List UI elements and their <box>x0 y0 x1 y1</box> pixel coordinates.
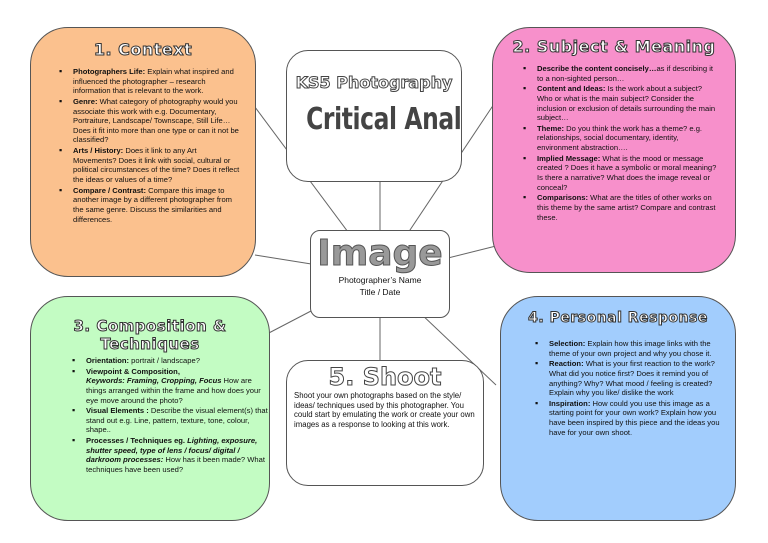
response-heading: 4. Personal Response <box>528 310 708 327</box>
photographer-name: Photographer’s Name <box>338 274 422 285</box>
context-list: Photographers Life: Explain what inspire… <box>59 67 241 225</box>
shoot-heading: 5. Shoot <box>328 363 442 391</box>
list-item: Orientation: portrait / landscape? <box>72 356 269 366</box>
list-item: Arts / History: Does it link to any Art … <box>59 146 241 185</box>
list-item: Compare / Contrast: Compare this image t… <box>59 186 241 225</box>
image-heading: Image <box>317 233 443 274</box>
list-item: Photographers Life: Explain what inspire… <box>59 67 241 96</box>
list-item: Content and Ideas: Is the work about a s… <box>523 84 717 123</box>
list-item: Describe the content concisely…as if des… <box>523 64 717 83</box>
composition-heading: 3. Composition & Techniques <box>73 317 227 354</box>
list-item: Reaction: What is your first reaction to… <box>535 359 721 398</box>
list-item: Implied Message: What is the mood or mes… <box>523 154 717 193</box>
response-list: Selection: Explain how this image links … <box>535 339 721 438</box>
shoot-box: 5. Shoot Shoot your own photographs base… <box>286 360 484 486</box>
context-box: 1. Context Photographers Life: Explain w… <box>30 27 256 277</box>
list-item: Theme: Do you think the work has a theme… <box>523 124 717 153</box>
subject-box: 2. Subject & Meaning Describe the conten… <box>492 27 736 273</box>
list-item: Selection: Explain how this image links … <box>535 339 721 358</box>
composition-box: 3. Composition & Techniques Orientation:… <box>30 296 270 521</box>
list-item: Genre: What category of photography woul… <box>59 97 241 145</box>
list-item: Comparisons: What are the titles of othe… <box>523 193 717 222</box>
context-heading: 1. Context <box>93 40 193 60</box>
page-title: Critical Analysis <box>306 102 462 137</box>
response-box: 4. Personal Response Selection: Explain … <box>500 296 736 521</box>
subject-list: Describe the content concisely…as if des… <box>523 64 717 222</box>
list-item: Processes / Techniques eg. Lighting, exp… <box>72 436 269 475</box>
course-title: KS5 Photography <box>295 73 453 93</box>
shoot-text: Shoot your own photographs based on the … <box>294 391 475 430</box>
image-box: Image Photographer’s Name Title / Date <box>310 230 450 318</box>
list-item: Visual Elements : Describe the visual el… <box>72 406 269 435</box>
subject-heading: 2. Subject & Meaning <box>512 37 716 57</box>
list-item: Viewpoint & Composition,Keywords: Framin… <box>72 367 269 406</box>
title-date: Title / Date <box>359 286 401 297</box>
title-box: KS5 Photography Critical Analysis <box>286 50 462 182</box>
list-item: Inspiration: How could you use this imag… <box>535 399 721 438</box>
composition-list: Orientation: portrait / landscape? Viewp… <box>72 356 269 475</box>
